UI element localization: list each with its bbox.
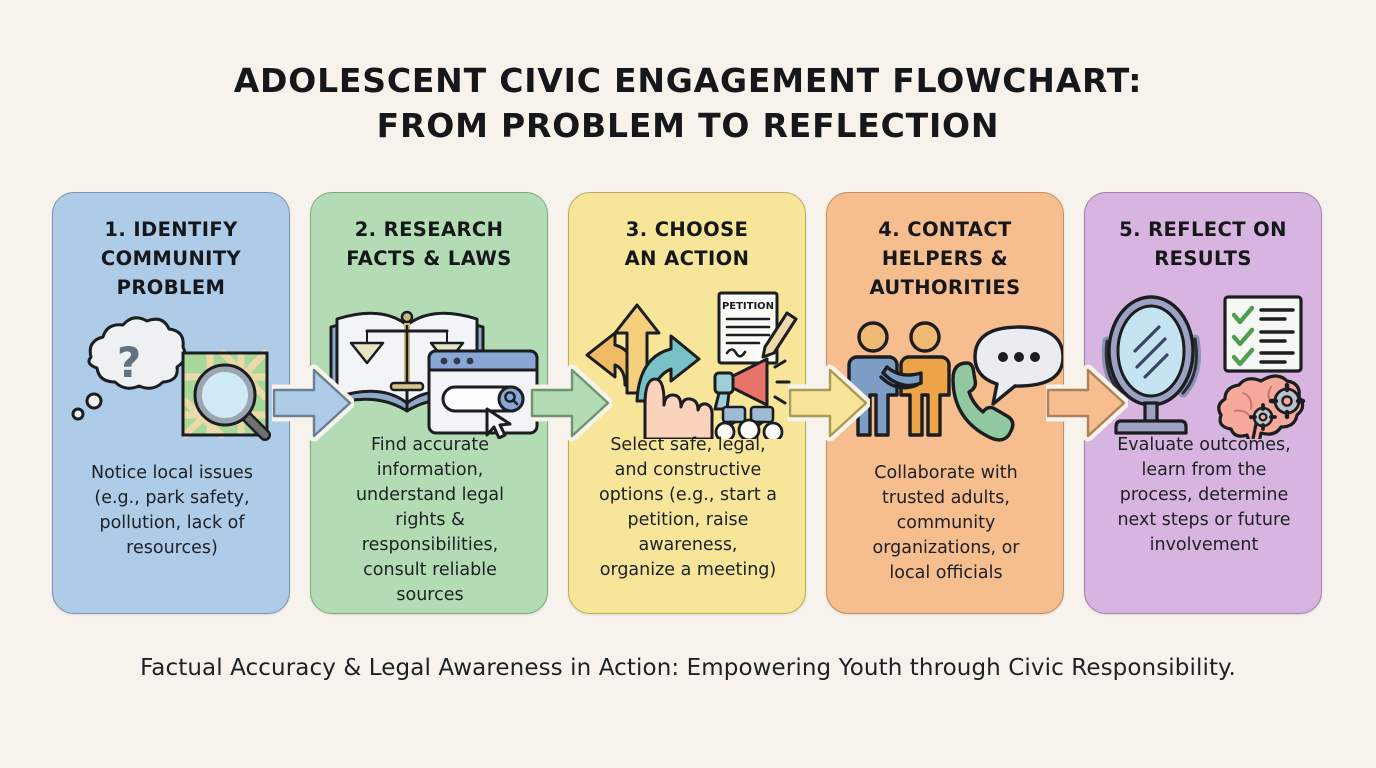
step-2-description: Find accurate information, understand le… (355, 435, 505, 605)
step-5-title: 5. REFLECT ON RESULTS (1119, 218, 1287, 270)
thought-bubble-question-icon: ? (71, 316, 187, 421)
footer-caption: Factual Accuracy & Legal Awareness in Ac… (140, 655, 1236, 681)
step-5-icon-group (1085, 289, 1321, 445)
svg-text:?: ? (117, 338, 141, 387)
step-1-icon-group: ? (53, 315, 289, 465)
step-3-title: 3. CHOOSE AN ACTION (624, 218, 750, 270)
step-1-description: Notice local issues (e.g., park safety, … (91, 463, 253, 558)
mirror-icon (1101, 295, 1201, 435)
step-2-icon-group (311, 289, 547, 440)
brain-gears-icon (1217, 374, 1306, 445)
branching-arrows-hand-icon (585, 303, 714, 441)
group-discussion-icon (714, 405, 784, 443)
petition-label: PETITION (722, 301, 774, 312)
handshake-people-icon (847, 321, 951, 437)
arrow-step2-to-step3 (526, 364, 614, 442)
arrow-step3-to-step4 (784, 364, 872, 442)
flow-step-card-5[interactable]: 5. REFLECT ON RESULTS (1084, 192, 1322, 614)
megaphone-icon (713, 357, 791, 411)
page-title: ADOLESCENT CIVIC ENGAGEMENT FLOWCHART: F… (0, 58, 1376, 148)
browser-search-window-icon (427, 349, 539, 440)
step-4-icon-group (827, 315, 1063, 465)
step-2-title: 2. RESEARCH FACTS & LAWS (346, 218, 512, 270)
step-1-title: 1. IDENTIFY COMMUNITY PROBLEM (100, 218, 242, 299)
step-5-description: Evaluate outcomes, learn from the proces… (1117, 435, 1291, 555)
page-title-line-2: FROM PROBLEM TO REFLECTION (376, 106, 1000, 145)
speech-bubble-icon (973, 325, 1063, 406)
page-title-line-1: ADOLESCENT CIVIC ENGAGEMENT FLOWCHART: (233, 61, 1143, 100)
step-3-icon-group: PETITION (569, 289, 805, 443)
step-4-title: 4. CONTACT HELPERS & AUTHORITIES (869, 218, 1021, 299)
step-4-description: Collaborate with trusted adults, communi… (872, 463, 1020, 583)
phone-handset-icon (951, 361, 1015, 442)
arrow-step1-to-step2 (268, 364, 356, 442)
arrow-step4-to-step5 (1042, 364, 1130, 442)
flow-step-card-1[interactable]: 1. IDENTIFY COMMUNITY PROBLEM ? (52, 192, 290, 614)
step-3-description: Select safe, legal, and constructive opt… (598, 435, 778, 580)
checklist-icon (1223, 295, 1303, 373)
gear-large (1268, 382, 1306, 420)
gear-small (1249, 403, 1277, 431)
flowchart-steps-row: 1. IDENTIFY COMMUNITY PROBLEM ? (52, 192, 1324, 614)
map-magnifier-icon (181, 349, 271, 441)
petition-document-icon: PETITION (717, 291, 798, 365)
